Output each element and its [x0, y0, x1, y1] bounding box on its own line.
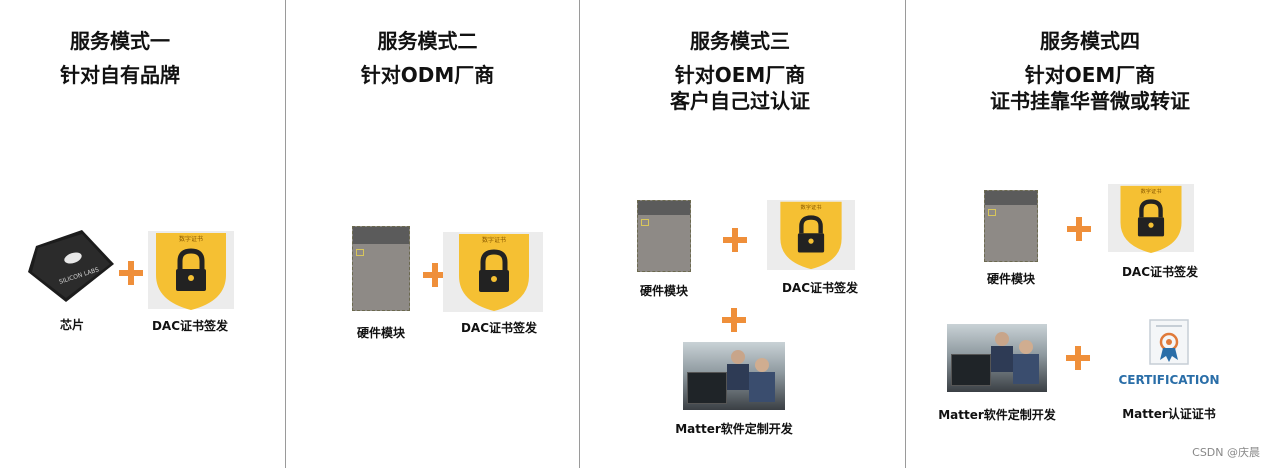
certificate-ribbon-icon — [1140, 318, 1198, 368]
panel3-title: 服务模式三 针对OEM厂商 客户自己过认证 — [650, 24, 830, 118]
plus-icon — [119, 261, 143, 285]
panel4-title: 服务模式四 针对OEM厂商 证书挂靠华普微或转证 — [980, 24, 1200, 118]
developers-photo — [947, 324, 1047, 392]
watermark: CSDN @庆晨 — [1192, 444, 1260, 460]
certification-text: CERTIFICATION — [1114, 373, 1224, 387]
panel4-item-dac-label: DAC证书签发 — [1110, 263, 1210, 280]
panel3-title-line1: 服务模式三 — [650, 24, 830, 58]
panel4-title-line3: 证书挂靠华普微或转证 — [980, 84, 1200, 118]
panel1-title-line1: 服务模式一 — [40, 24, 200, 58]
panel1-title-line2: 针对自有品牌 — [40, 58, 200, 92]
chip-icon: SILICON LABS — [26, 228, 116, 304]
lock-shield-icon: 数字证书 — [152, 231, 230, 311]
module-icon — [984, 190, 1038, 262]
panel4-item-cert-label: Matter认证证书 — [1114, 405, 1224, 422]
panel2-title-line1: 服务模式二 — [340, 24, 515, 58]
panel1-item-chip-label: 芯片 — [42, 316, 102, 333]
panel3-item-dac-label: DAC证书签发 — [770, 279, 870, 296]
plus-icon — [1067, 217, 1091, 241]
panel2-item-module-label: 硬件模块 — [346, 324, 416, 341]
panel1-item-dac-label: DAC证书签发 — [140, 317, 240, 334]
divider-2 — [579, 0, 580, 468]
panel4-item-matter-label: Matter软件定制开发 — [927, 406, 1067, 423]
badge-text: 数字证书 — [1141, 187, 1162, 195]
lock-shield-icon: 数字证书 — [1117, 184, 1185, 254]
panel1-title: 服务模式一 针对自有品牌 — [40, 24, 200, 92]
lock-shield-icon: 数字证书 — [455, 232, 533, 312]
panel3-item-matter-label: Matter软件定制开发 — [664, 420, 804, 437]
badge-text: 数字证书 — [801, 203, 822, 211]
panel3-item-module-label: 硬件模块 — [627, 282, 701, 299]
plus-icon — [722, 308, 746, 332]
lock-shield-icon: 数字证书 — [776, 200, 846, 270]
plus-icon — [1066, 346, 1090, 370]
badge-text: 数字证书 — [179, 235, 203, 243]
badge-text: 数字证书 — [482, 236, 506, 244]
panel2-title-line2: 针对ODM厂商 — [340, 58, 515, 92]
panel3-title-line3: 客户自己过认证 — [650, 84, 830, 118]
module-icon — [637, 200, 691, 272]
panel4-title-line1: 服务模式四 — [980, 24, 1200, 58]
divider-3 — [905, 0, 906, 468]
module-icon — [352, 226, 410, 311]
plus-icon — [723, 228, 747, 252]
panel2-item-dac-label: DAC证书签发 — [449, 319, 549, 336]
developers-photo — [683, 342, 785, 410]
panel4-item-module-label: 硬件模块 — [974, 270, 1048, 287]
divider-1 — [285, 0, 286, 468]
panel2-title: 服务模式二 针对ODM厂商 — [340, 24, 515, 92]
